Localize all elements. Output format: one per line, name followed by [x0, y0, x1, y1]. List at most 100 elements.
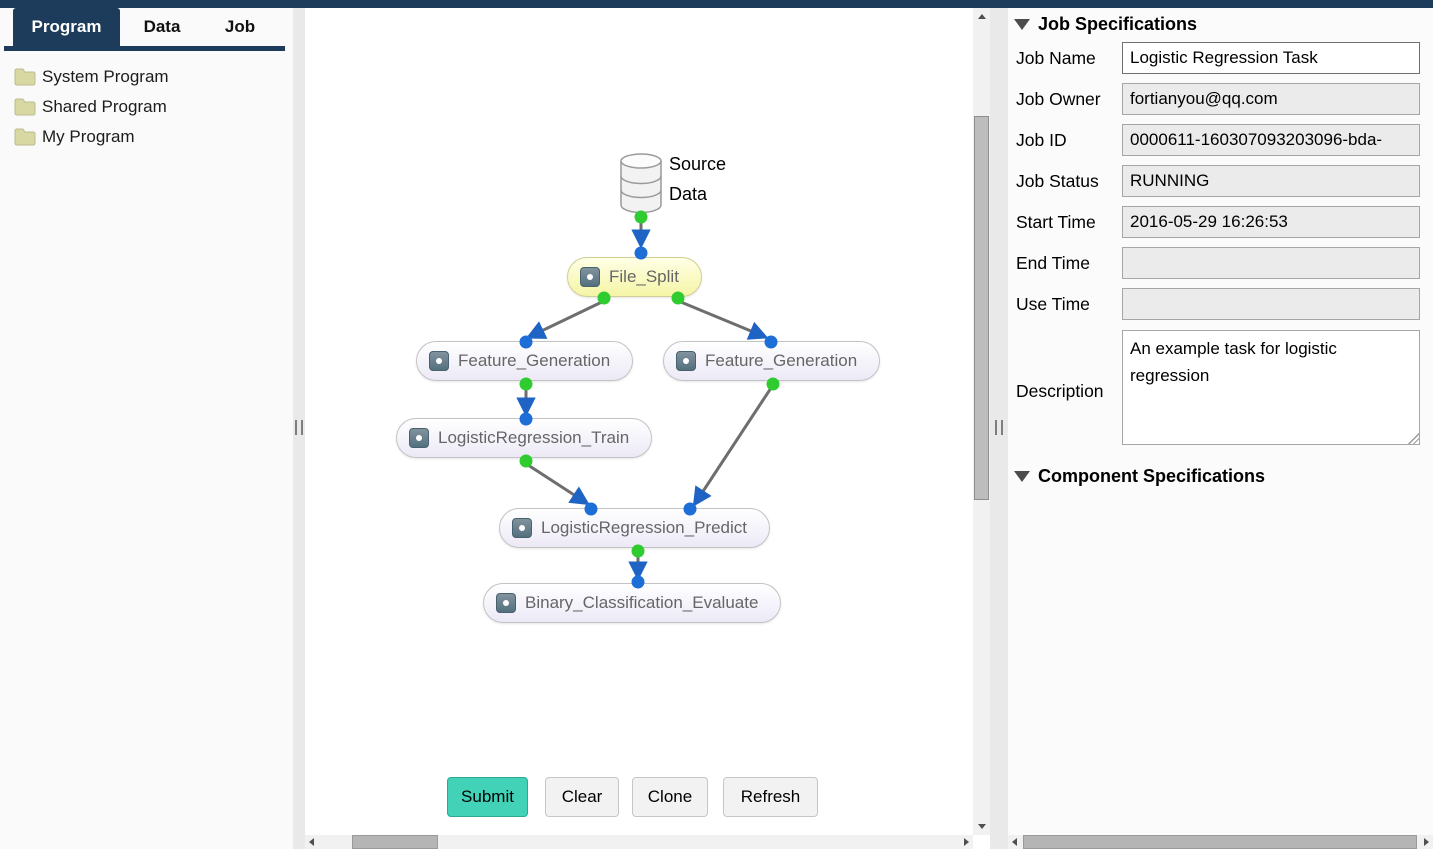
- input-port[interactable]: [519, 412, 533, 426]
- collapse-arrow-icon: [1014, 471, 1030, 482]
- folder-icon: [14, 68, 36, 86]
- section-title: Job Specifications: [1038, 14, 1198, 34]
- sidebar-item-system-program[interactable]: System Program: [0, 62, 293, 92]
- edge-connector: [527, 463, 590, 506]
- output-port[interactable]: [634, 210, 648, 224]
- node-label: LogisticRegression_Train: [438, 428, 630, 447]
- output-port[interactable]: [519, 454, 533, 468]
- description-textarea[interactable]: An example task for logistic regression: [1122, 330, 1420, 445]
- end-time-label: End Time: [1016, 253, 1090, 273]
- refresh-button[interactable]: Refresh: [723, 777, 818, 817]
- component-icon: [580, 267, 600, 287]
- job-specifications-header[interactable]: Job Specifications: [1014, 14, 1197, 35]
- job-owner-label: Job Owner: [1016, 89, 1101, 109]
- node-label: Feature_Generation: [705, 351, 858, 370]
- tab-job[interactable]: Job: [224, 17, 256, 36]
- tab-underline: [4, 46, 285, 51]
- input-port[interactable]: [584, 502, 598, 516]
- folder-label: My Program: [42, 127, 135, 146]
- edge-connector: [675, 298, 769, 340]
- sidebar-item-my-program[interactable]: My Program: [0, 122, 293, 152]
- collapse-arrow-icon: [1014, 19, 1030, 30]
- input-port[interactable]: [631, 575, 645, 589]
- scroll-up-arrow-icon[interactable]: [973, 8, 990, 25]
- program-panel: Program Data Job System Program Shared P…: [0, 8, 293, 849]
- clone-button[interactable]: Clone: [632, 777, 708, 817]
- job-specifications-panel: Job Specifications Job Name Job Owner Jo…: [1008, 8, 1433, 835]
- input-port[interactable]: [683, 502, 697, 516]
- component-icon: [409, 428, 429, 448]
- horizontal-scroll-thumb[interactable]: [352, 835, 438, 849]
- source-label-line2: Data: [669, 184, 708, 204]
- program-folder-list: System Program Shared Program My Program: [0, 62, 293, 152]
- textarea-resize-handle-icon[interactable]: [1408, 433, 1419, 444]
- canvas-vertical-scrollbar[interactable]: [973, 8, 990, 835]
- left-splitter[interactable]: [293, 8, 305, 849]
- submit-button[interactable]: Submit: [447, 777, 528, 817]
- node-logisticregression-predict[interactable]: LogisticRegression_Predict: [499, 508, 770, 548]
- input-port[interactable]: [634, 246, 648, 260]
- scroll-down-arrow-icon[interactable]: [973, 818, 990, 835]
- scrollbar-corner: [973, 835, 990, 849]
- start-time-label: Start Time: [1016, 212, 1096, 232]
- scroll-left-arrow-icon[interactable]: [305, 835, 319, 849]
- output-port[interactable]: [631, 544, 645, 558]
- vertical-scroll-thumb[interactable]: [974, 116, 989, 500]
- job-id-label: Job ID: [1016, 130, 1067, 150]
- source-label-line1: Source: [669, 154, 727, 174]
- splitter-grip-icon[interactable]: [295, 420, 303, 435]
- node-label: Feature_Generation: [458, 351, 611, 370]
- horizontal-scroll-thumb[interactable]: [1023, 835, 1417, 849]
- component-icon: [676, 351, 696, 371]
- component-icon: [496, 593, 516, 613]
- use-time-label: Use Time: [1016, 294, 1090, 314]
- output-port[interactable]: [766, 377, 780, 391]
- node-binary-classification-evaluate[interactable]: Binary_Classification_Evaluate: [483, 583, 782, 623]
- edge-connector: [692, 387, 773, 507]
- scroll-right-arrow-icon[interactable]: [1419, 835, 1433, 849]
- output-port[interactable]: [671, 291, 685, 305]
- job-owner-input[interactable]: [1122, 83, 1420, 115]
- use-time-input[interactable]: [1122, 288, 1420, 320]
- end-time-input[interactable]: [1122, 247, 1420, 279]
- node-label: File_Split: [609, 267, 679, 286]
- start-time-input[interactable]: [1122, 206, 1420, 238]
- top-accent-bar: [0, 0, 1433, 8]
- right-splitter[interactable]: [990, 8, 1008, 849]
- node-file-split[interactable]: File_Split: [567, 257, 702, 297]
- folder-label: Shared Program: [42, 97, 167, 116]
- edge-connector: [525, 298, 607, 339]
- panel-horizontal-scrollbar[interactable]: [1008, 835, 1433, 849]
- job-status-input[interactable]: [1122, 165, 1420, 197]
- folder-icon: [14, 128, 36, 146]
- tab-program[interactable]: Program: [13, 8, 120, 46]
- folder-label: System Program: [42, 67, 169, 86]
- node-label: LogisticRegression_Predict: [541, 518, 747, 537]
- database-icon: [620, 153, 662, 214]
- scroll-left-arrow-icon[interactable]: [1008, 835, 1022, 849]
- source-data-node[interactable]: Source Data: [618, 152, 768, 218]
- panel-tabs: Program Data Job: [13, 8, 276, 46]
- folder-icon: [14, 98, 36, 116]
- tab-data[interactable]: Data: [143, 17, 181, 36]
- input-port[interactable]: [764, 335, 778, 349]
- output-port[interactable]: [597, 291, 611, 305]
- scroll-right-arrow-icon[interactable]: [959, 835, 973, 849]
- job-name-label: Job Name: [1016, 48, 1096, 68]
- node-label: Binary_Classification_Evaluate: [525, 593, 759, 612]
- component-icon: [512, 518, 532, 538]
- canvas-horizontal-scrollbar[interactable]: [305, 835, 973, 849]
- sidebar-item-shared-program[interactable]: Shared Program: [0, 92, 293, 122]
- clear-button[interactable]: Clear: [545, 777, 619, 817]
- splitter-grip-icon[interactable]: [995, 420, 1003, 435]
- job-status-label: Job Status: [1016, 171, 1099, 191]
- component-specifications-header[interactable]: Component Specifications: [1014, 466, 1265, 487]
- job-id-input[interactable]: [1122, 124, 1420, 156]
- input-port[interactable]: [519, 335, 533, 349]
- job-name-input[interactable]: [1122, 42, 1420, 74]
- output-port[interactable]: [519, 377, 533, 391]
- description-label: Description: [1016, 381, 1104, 401]
- workflow-canvas[interactable]: Source Data File_Split Feature_Generatio…: [305, 8, 973, 835]
- section-title: Component Specifications: [1038, 466, 1266, 486]
- component-icon: [429, 351, 449, 371]
